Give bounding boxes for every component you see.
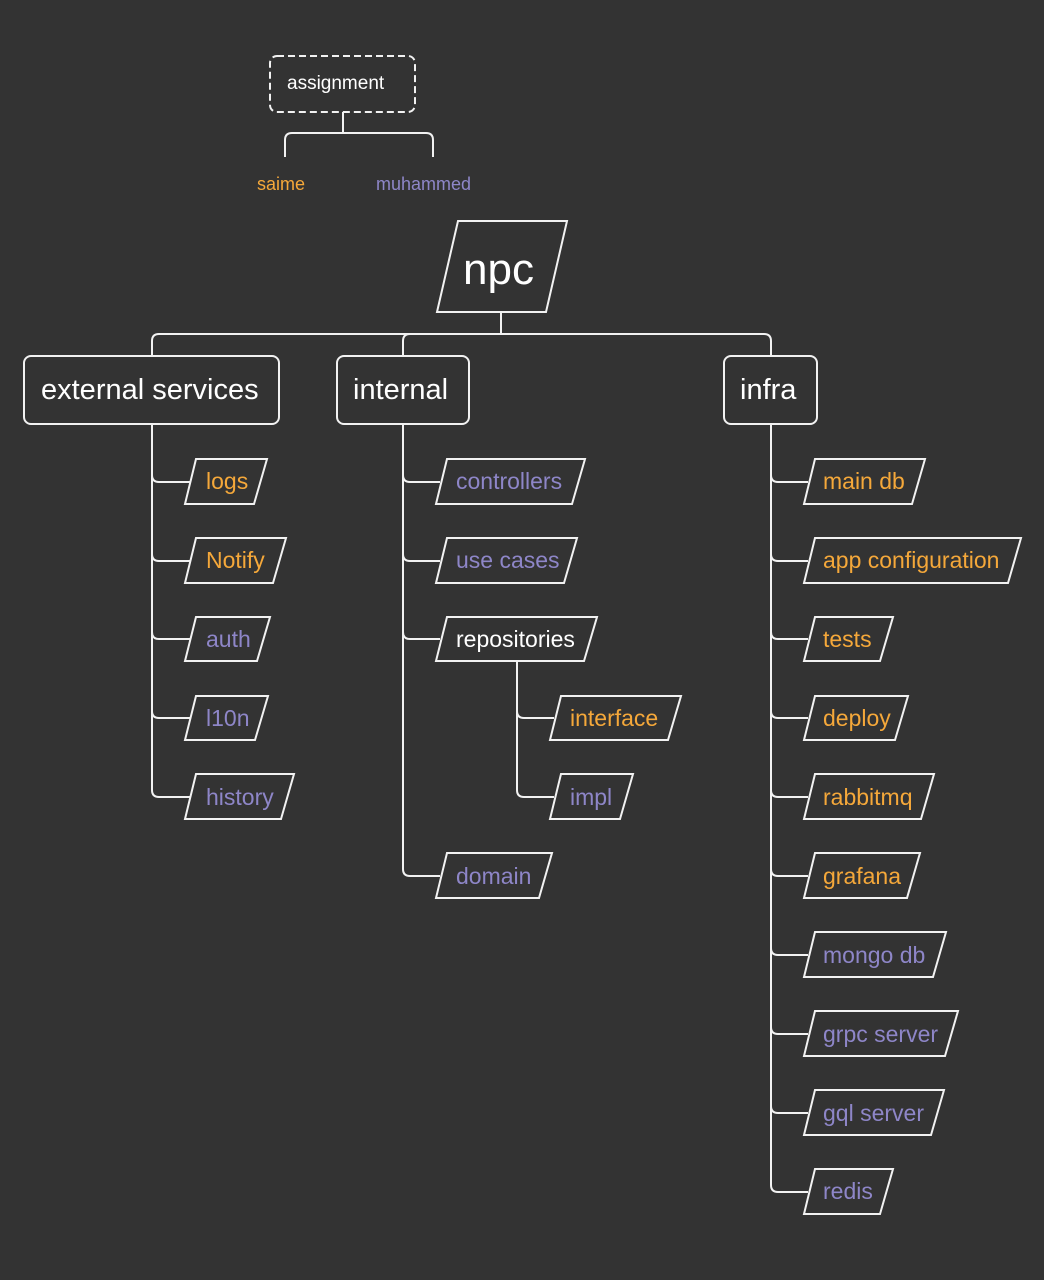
node-controllers	[434, 458, 587, 505]
infra-connector	[770, 424, 808, 1193]
node-use-cases	[434, 537, 579, 584]
leaf-interface: interface	[570, 705, 659, 731]
internal-connector	[402, 424, 440, 877]
node-l10n	[183, 695, 270, 741]
leaf-mongo-db: mongo db	[823, 942, 926, 968]
root-connector	[151, 312, 772, 356]
leaf-redis: redis	[823, 1178, 873, 1204]
connectors	[151, 112, 808, 1193]
assignment-box	[269, 55, 416, 113]
node-deploy	[802, 695, 910, 741]
leaf-rabbitmq: rabbitmq	[823, 784, 913, 810]
branch-label-internal: internal	[353, 374, 449, 406]
legend-muhammed: muhammed	[376, 174, 472, 194]
node-impl	[548, 773, 635, 820]
assignment-connector	[284, 112, 434, 157]
leaf-history: history	[206, 784, 274, 810]
leaf-use-cases: use cases	[456, 547, 560, 573]
node-domain	[434, 852, 554, 899]
branch-infra	[723, 355, 818, 425]
assignment-label: assignment	[287, 73, 385, 94]
node-interface	[548, 695, 683, 741]
leaf-notify: Notify	[206, 547, 265, 573]
leaf-domain: domain	[456, 863, 532, 889]
leaf-main-db: main db	[823, 468, 905, 494]
root-node	[435, 220, 569, 313]
branch-label-external-services: external services	[41, 374, 259, 406]
leaf-app-configuration: app configuration	[823, 547, 1000, 573]
root-label: npc	[463, 245, 534, 294]
leaf-grpc-server: grpc server	[823, 1021, 939, 1047]
legend-saime: saime	[257, 174, 306, 194]
node-tests	[802, 616, 895, 662]
repositories-connector	[516, 661, 554, 798]
leaf-deploy: deploy	[823, 705, 891, 731]
node-gql-server	[802, 1089, 946, 1136]
leaf-controllers: controllers	[456, 468, 563, 494]
node-redis	[802, 1168, 895, 1215]
external-services-connector	[151, 424, 190, 798]
node-main-db	[802, 458, 927, 505]
leaf-auth: auth	[206, 626, 251, 652]
node-auth	[183, 616, 272, 662]
node-repositories	[434, 616, 599, 662]
node-app-configuration	[802, 537, 1023, 584]
node-mongo-db	[802, 931, 948, 978]
leaf-grafana: grafana	[823, 863, 902, 889]
leaf-tests: tests	[823, 626, 872, 652]
branch-external-services	[23, 355, 280, 425]
branch-internal	[336, 355, 470, 425]
node-logs	[183, 458, 269, 505]
node-history	[183, 773, 296, 820]
branch-label-infra: infra	[740, 374, 797, 406]
leaf-logs: logs	[206, 468, 249, 494]
node-grpc-server	[802, 1010, 960, 1057]
node-notify	[183, 537, 288, 584]
node-rabbitmq	[802, 773, 936, 820]
leaf-impl: impl	[570, 784, 613, 810]
node-grafana	[802, 852, 922, 899]
leaf-l10n: l10n	[206, 705, 250, 731]
nodes	[23, 55, 1023, 1215]
leaf-gql-server: gql server	[823, 1100, 924, 1126]
leaf-repositories: repositories	[456, 626, 575, 652]
